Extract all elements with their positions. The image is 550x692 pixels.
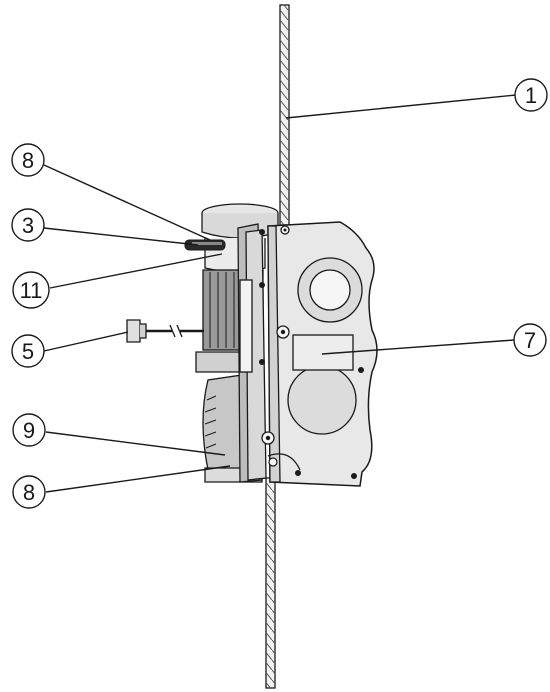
leader-9 <box>45 431 226 456</box>
callout-9-label: 9 <box>23 418 35 443</box>
leader-7 <box>321 339 515 355</box>
rod <box>184 239 226 251</box>
callout-8-bottom-label: 8 <box>23 480 35 505</box>
callout-11-label: 11 <box>20 278 43 303</box>
callout-9: 9 <box>12 413 46 447</box>
side-plate <box>237 223 267 483</box>
leader-1 <box>285 94 517 119</box>
leader-5 <box>43 331 129 352</box>
leader-11 <box>49 253 223 289</box>
leader-8-bottom <box>45 465 231 493</box>
leader-8-top <box>43 164 211 241</box>
callout-11: 11 <box>12 271 50 309</box>
wire-rope-upper <box>279 4 290 226</box>
callout-5-label: 5 <box>22 339 34 364</box>
callout-1-label: 1 <box>525 83 537 108</box>
callout-3: 3 <box>11 208 45 242</box>
callout-3-label: 3 <box>22 213 34 238</box>
callout-1: 1 <box>514 78 548 112</box>
wire-rope-lower <box>265 477 276 689</box>
control-cable <box>126 319 204 343</box>
callout-7-label: 7 <box>524 328 536 353</box>
leader-3 <box>43 227 199 246</box>
callout-8-top: 8 <box>11 143 45 177</box>
callout-8-top-label: 8 <box>22 148 34 173</box>
main-housing <box>261 221 378 487</box>
callout-8-bottom: 8 <box>12 475 46 509</box>
callout-5: 5 <box>11 334 45 368</box>
callout-7: 7 <box>513 323 547 357</box>
